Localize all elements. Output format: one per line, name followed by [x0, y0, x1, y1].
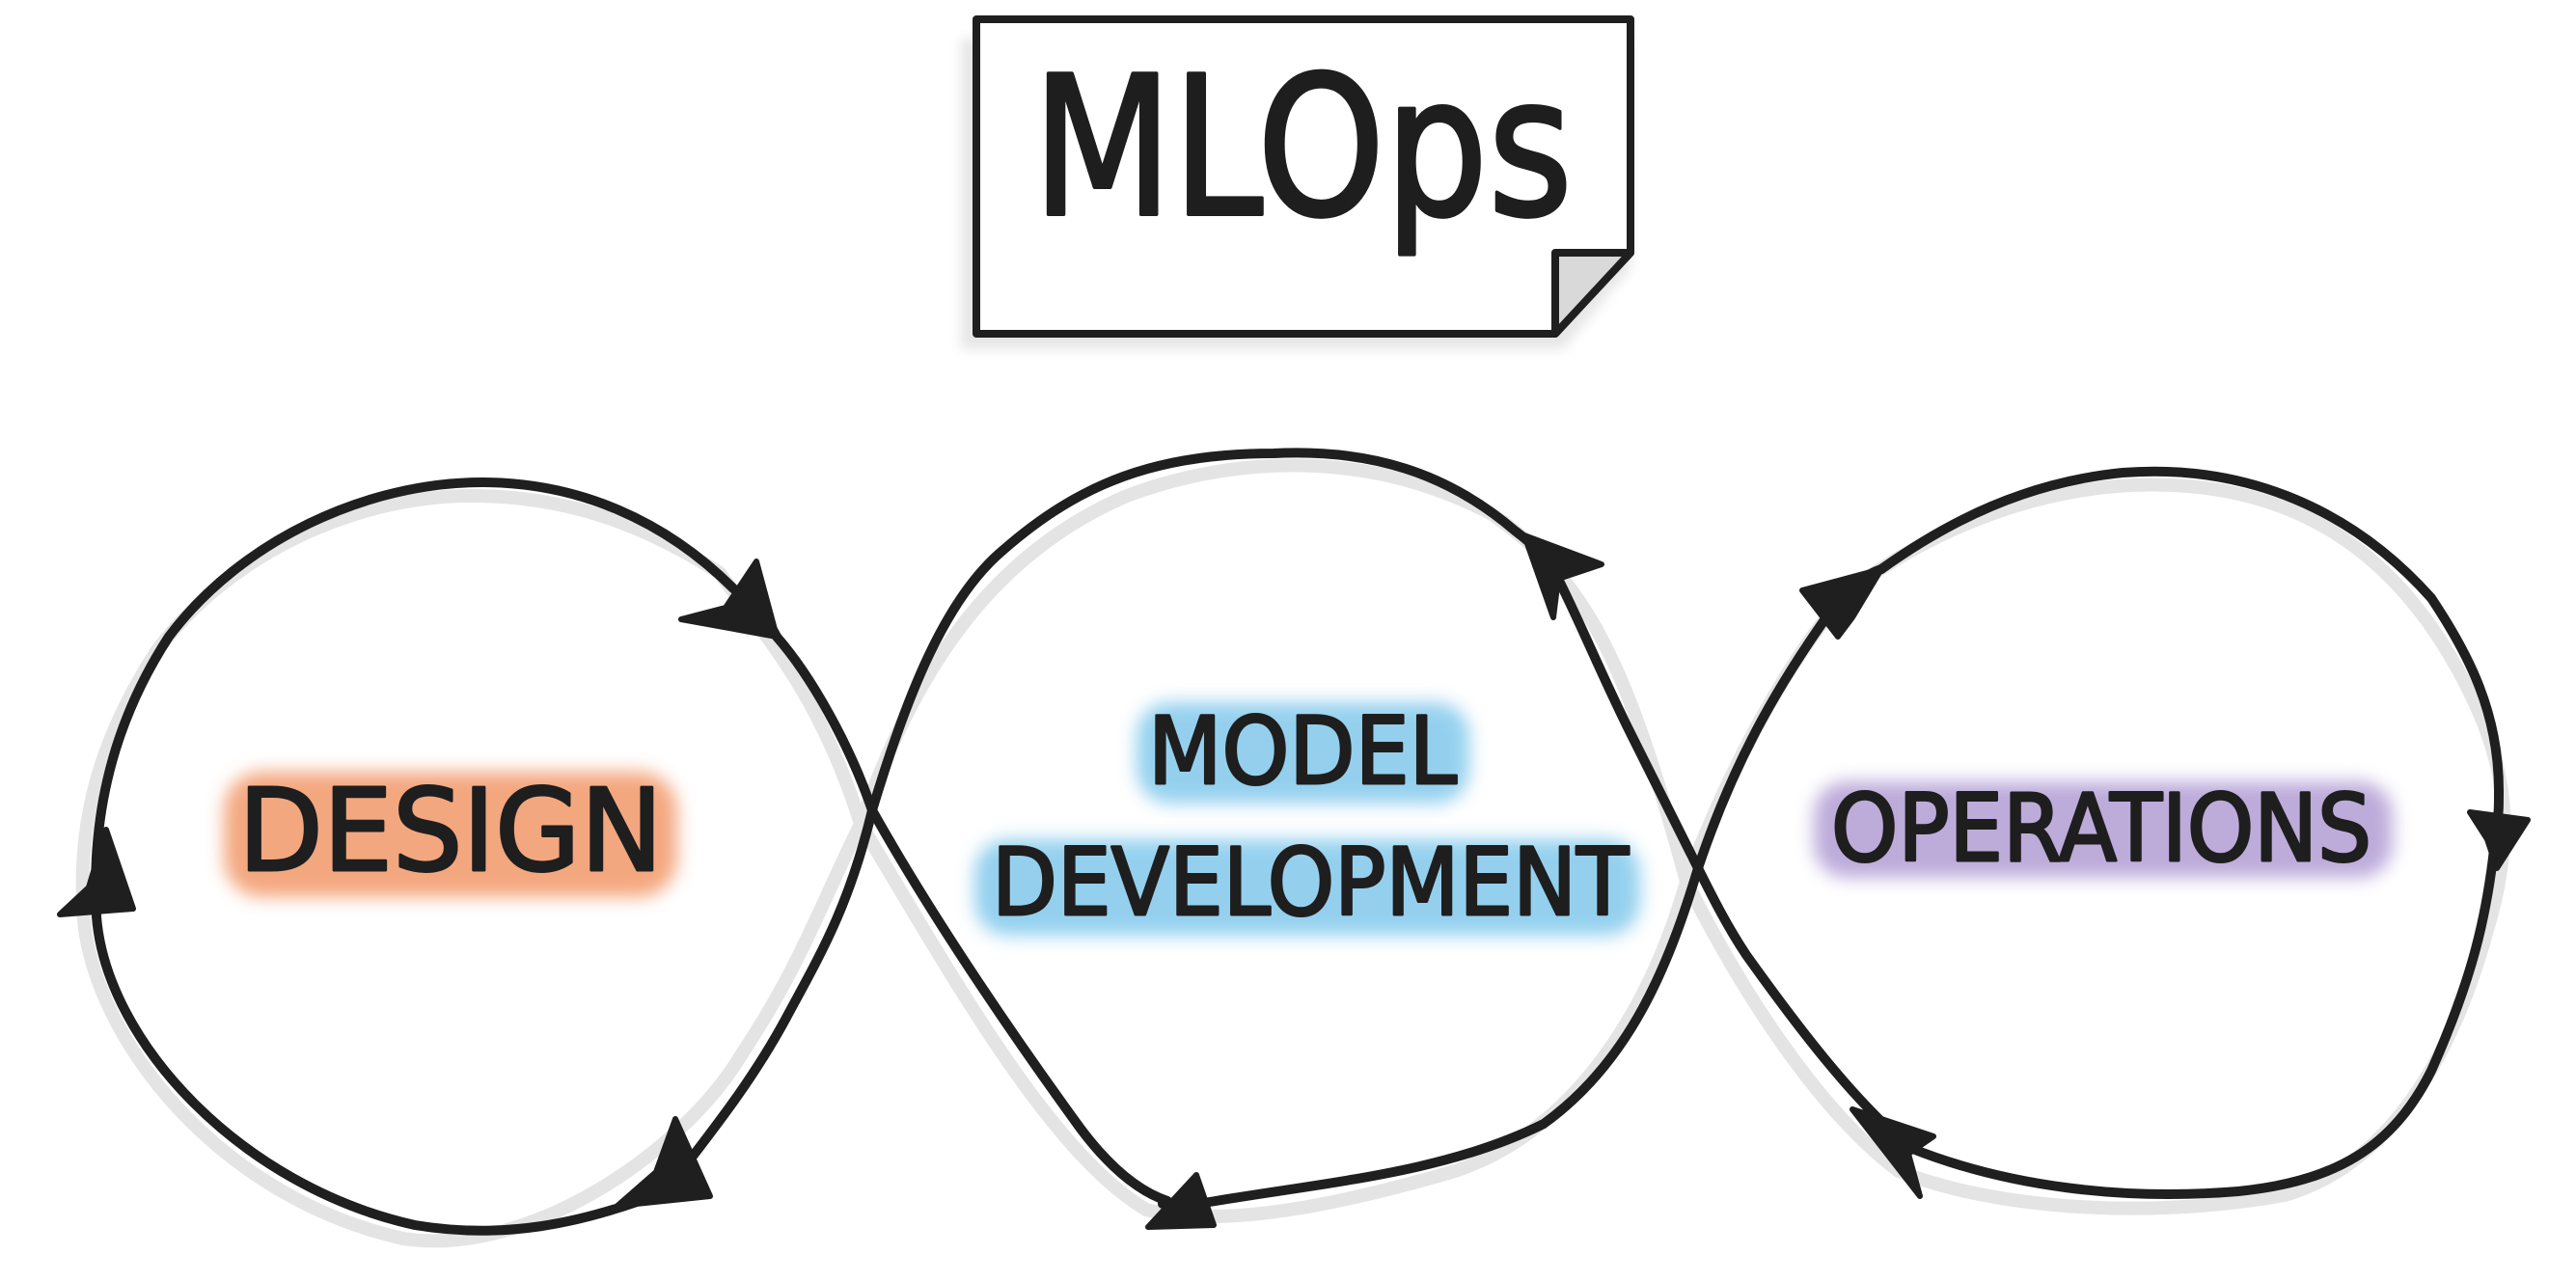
crossing-ops-model-in [1693, 863, 1915, 1153]
operations-loop-right-descent [1905, 815, 2502, 1199]
arrow-ops-right [2467, 809, 2531, 871]
model-development-loop [867, 448, 1703, 1211]
crossing-design-model-out [772, 632, 1172, 1206]
arrow-model-top-right [1521, 532, 1604, 620]
operations-highlight [1814, 781, 2393, 878]
development-label: DEVELOPMENT [992, 829, 1629, 937]
design-highlight [224, 772, 677, 897]
arrowheads [57, 532, 2531, 1230]
arrow-ops-top-left [1799, 566, 1884, 640]
arrow-design-top-right [678, 559, 780, 640]
development-highlight [974, 839, 1640, 936]
crossing-design-model-in [661, 805, 877, 1196]
design-loop [91, 477, 1172, 1236]
model-label: MODEL [1148, 697, 1457, 805]
design-loop-bottom-arc [92, 912, 671, 1236]
arrow-ops-bottom-left [1850, 1106, 1936, 1199]
model-loop-right-descent [1553, 574, 1703, 873]
design-loop-top-arc [91, 477, 781, 921]
operations-label: OPERATIONS [1831, 775, 2371, 883]
title-card-curl [1551, 249, 1634, 338]
title-card: MLOps [961, 15, 1634, 349]
arrow-design-left [57, 827, 136, 917]
model-loop-top-arc [867, 448, 1563, 815]
design-label: DESIGN [238, 764, 663, 897]
model-loop-bottom-arc [1158, 863, 1703, 1211]
operations-loop-top-arc [1877, 466, 2504, 825]
page-title: MLOps [1032, 36, 1573, 260]
arrow-model-bottom-left [1145, 1172, 1217, 1230]
arrow-design-bottom [615, 1116, 713, 1209]
model-highlight [1137, 702, 1469, 804]
